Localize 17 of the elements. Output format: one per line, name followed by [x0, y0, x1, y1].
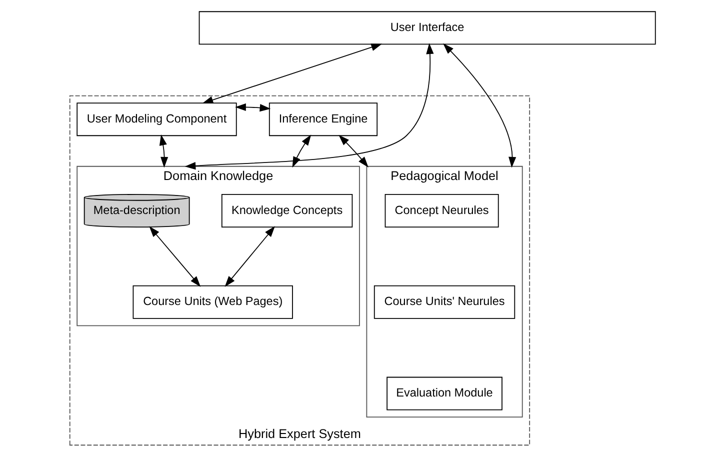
- arrow: [443, 43, 516, 168]
- arrow: [224, 226, 275, 287]
- arrow: [338, 134, 368, 168]
- arrow: [159, 134, 168, 168]
- node-box: Inference Engine: [268, 102, 378, 136]
- arrow: [292, 134, 312, 168]
- node-box: Course Units' Neurules: [374, 285, 516, 319]
- arrow: [184, 43, 434, 170]
- node-box: User Interface: [198, 11, 656, 45]
- arrow: [235, 103, 271, 112]
- node-box: Course Units (Web Pages): [132, 285, 293, 319]
- node-box: Evaluation Module: [386, 376, 502, 410]
- node-box: User Modeling Component: [76, 102, 237, 136]
- node-box: Knowledge Concepts: [221, 194, 353, 228]
- node-box: Concept Neurules: [384, 194, 499, 228]
- arrow: [149, 226, 201, 287]
- arrow: [202, 44, 382, 104]
